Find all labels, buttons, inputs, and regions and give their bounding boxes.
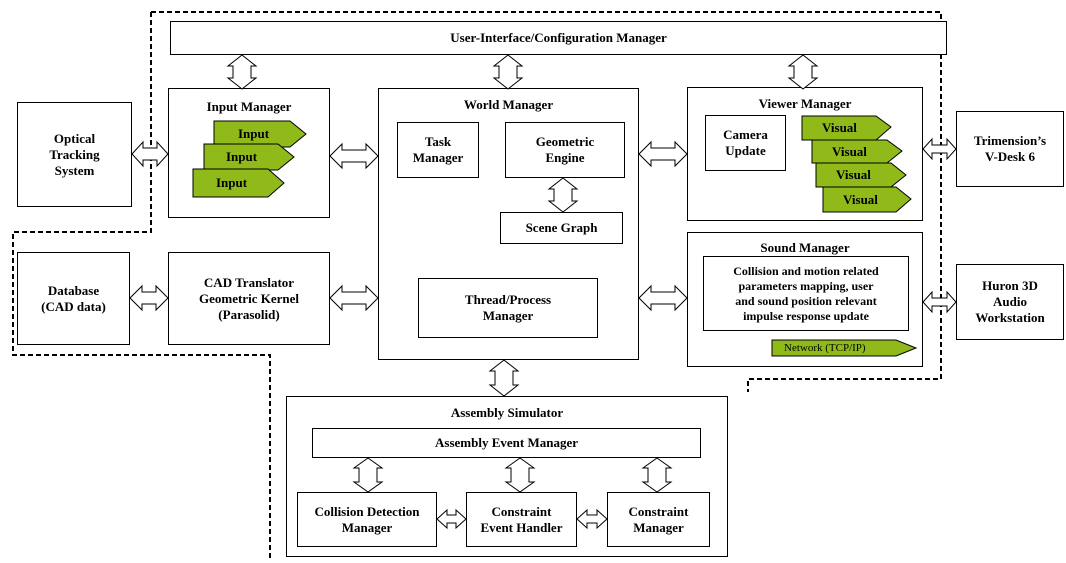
assembly-event-manager: Assembly Event Manager (312, 428, 701, 458)
geometric-line-2: Engine (545, 150, 585, 165)
arrow-h-world-sound (638, 284, 688, 312)
sound-desc-4: impulse response update (743, 308, 869, 323)
arrow-h-optical-input (131, 140, 169, 168)
sound-manager-title: Sound Manager (760, 240, 850, 255)
arrow-h-viewer-trimension (922, 137, 957, 161)
constraint-event-handler: Constraint Event Handler (466, 492, 577, 547)
arrow-v-input (226, 54, 258, 90)
task-line-2: Manager (412, 150, 464, 165)
arrow-h-input-world (329, 142, 379, 170)
sound-desc-2: parameters mapping, user (738, 278, 874, 293)
input-tag-1 (213, 120, 307, 148)
viewer-manager-title: Viewer Manager (758, 96, 852, 111)
ui-config-manager: User-Interface/Configuration Manager (170, 21, 947, 55)
camera-update: Camera Update (705, 115, 786, 171)
arrow-h-handler-cm (576, 508, 608, 530)
thread-process-manager: Thread/Process Manager (418, 278, 598, 338)
arrow-h-database-cad (129, 284, 169, 312)
arrow-v-world (492, 54, 524, 90)
arrow-h-collision-handler (436, 508, 467, 530)
scene-graph-label: Scene Graph (525, 220, 598, 235)
task-line-1: Task (424, 134, 452, 149)
input-tag-3 (192, 168, 285, 198)
network-label: Network (TCP/IP) (784, 342, 866, 354)
collision-detection-manager: Collision Detection Manager (297, 492, 437, 547)
visual-label-1: Visual (822, 120, 857, 135)
huron-line-1: Huron 3D (982, 278, 1038, 293)
arrow-v-aem-collision (352, 457, 384, 493)
input-label-1: Input (238, 126, 270, 141)
world-manager-title: World Manager (463, 97, 554, 112)
camera-line-1: Camera (723, 127, 768, 142)
cm-line-2: Manager (633, 519, 684, 535)
arrow-h-world-viewer (638, 140, 688, 168)
visual-label-2: Visual (832, 144, 867, 159)
arrow-v-viewer (787, 54, 819, 90)
cm-line-1: Constraint (628, 503, 689, 519)
visual-tag-2 (811, 139, 903, 164)
trimension-vdesk: Trimension’s V-Desk 6 (956, 111, 1064, 187)
cad-line-2: Geometric Kernel (199, 290, 299, 306)
ui-config-manager-label: User-Interface/Configuration Manager (450, 30, 667, 45)
input-manager-title: Input Manager (206, 99, 292, 114)
geometric-engine: Geometric Engine (505, 122, 625, 178)
arrow-h-cad-world (329, 284, 379, 312)
geometric-line-1: Geometric (535, 134, 595, 149)
optical-tracking-system: Optical Tracking System (17, 102, 132, 207)
huron-line-3: Workstation (975, 310, 1045, 325)
visual-label-3: Visual (836, 167, 871, 182)
camera-line-2: Update (725, 143, 766, 158)
database-line-2: (CAD data) (41, 298, 106, 314)
input-label-2: Input (226, 149, 258, 164)
huron-audio-workstation: Huron 3D Audio Workstation (956, 264, 1064, 340)
thread-line-2: Manager (482, 308, 534, 323)
sound-desc-3: and sound position relevant (735, 293, 877, 308)
visual-label-4: Visual (843, 192, 878, 207)
arrow-v-geo-scene (547, 177, 579, 213)
sound-description-box: Collision and motion related parameters … (703, 256, 909, 331)
arrow-v-aem-cm (641, 457, 673, 493)
optical-line-3: System (54, 162, 95, 178)
scene-graph: Scene Graph (500, 212, 623, 244)
cad-translator: CAD Translator Geometric Kernel (Parasol… (168, 252, 330, 345)
task-manager: Task Manager (397, 122, 479, 178)
constraint-manager: Constraint Manager (607, 492, 710, 547)
optical-line-1: Optical (53, 130, 96, 146)
visual-tag-4 (822, 186, 912, 213)
optical-line-2: Tracking (49, 146, 100, 162)
input-tag-2 (203, 143, 295, 171)
database-cad: Database (CAD data) (17, 252, 130, 345)
sound-desc-1: Collision and motion related (733, 263, 879, 278)
trimension-line-2: V-Desk 6 (985, 149, 1035, 164)
assembly-simulator-title: Assembly Simulator (450, 405, 564, 420)
huron-line-2: Audio (993, 294, 1027, 309)
cad-line-1: CAD Translator (203, 274, 295, 290)
trimension-line-1: Trimension’s (973, 133, 1047, 148)
collision-line-1: Collision Detection (314, 503, 420, 519)
cad-line-3: (Parasolid) (218, 306, 280, 322)
thread-line-1: Thread/Process (464, 292, 552, 307)
handler-line-2: Event Handler (480, 519, 563, 535)
visual-tag-1 (801, 115, 892, 141)
network-tag (771, 339, 918, 357)
arrow-h-sound-huron (922, 290, 957, 314)
collision-line-2: Manager (341, 519, 393, 535)
input-label-3: Input (216, 175, 248, 190)
assembly-event-label: Assembly Event Manager (435, 435, 578, 450)
handler-line-1: Constraint (491, 503, 552, 519)
arrow-v-aem-handler (504, 457, 536, 493)
arrow-v-world-assembly (488, 359, 520, 397)
database-line-1: Database (47, 282, 100, 298)
visual-tag-3 (815, 162, 907, 188)
